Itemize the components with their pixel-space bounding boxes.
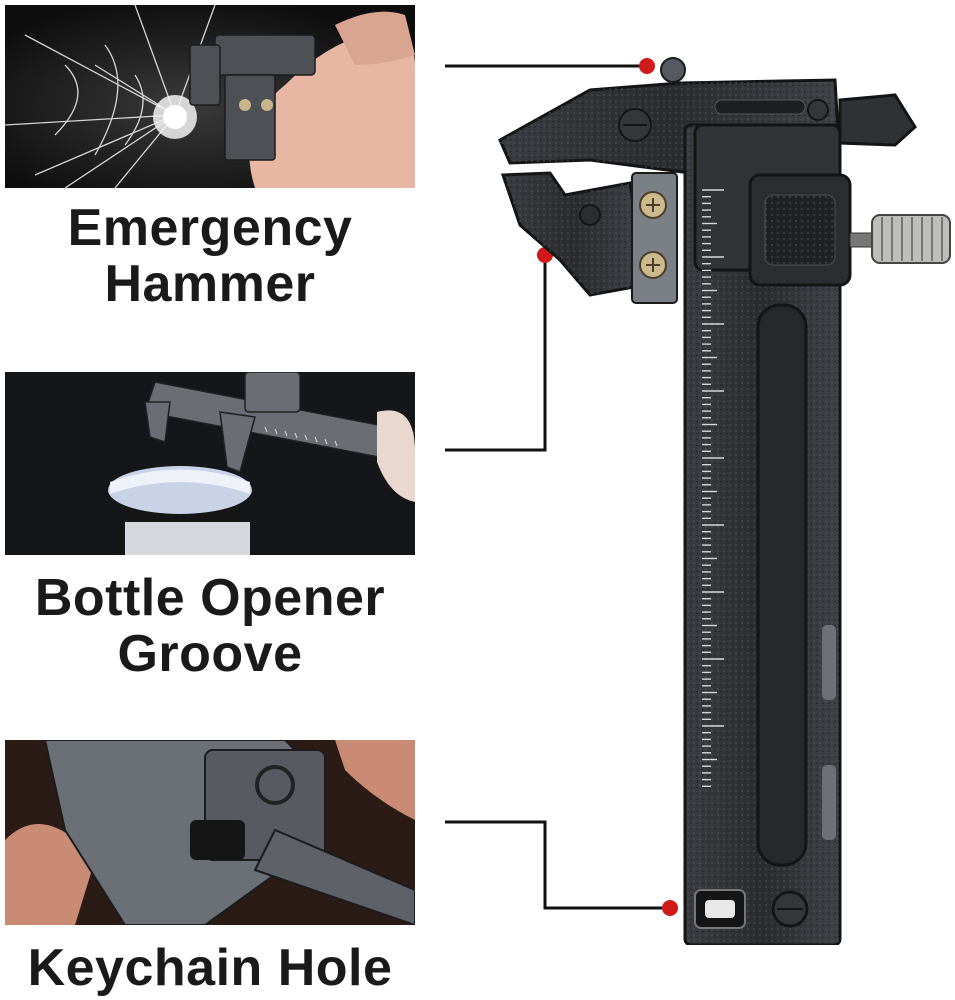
emergency-hammer-line1: Emergency — [67, 199, 353, 257]
bottle-opener-label: Bottle Opener Groove — [5, 572, 415, 680]
emergency-hammer-line2: Hammer — [104, 255, 316, 313]
keychain-hole-label: Keychain Hole — [5, 942, 415, 994]
caliper-multitool-image — [440, 45, 955, 945]
bottle-opener-line2: Groove — [117, 625, 303, 683]
glass-breaking-photo-icon — [5, 5, 415, 188]
keychain-hole-line1: Keychain Hole — [27, 939, 393, 997]
bottle-opener-line1: Bottle Opener — [34, 569, 386, 627]
emergency-hammer-photo — [5, 5, 415, 188]
bottle-opener-photo — [5, 372, 415, 555]
emergency-hammer-label: Emergency Hammer — [5, 202, 415, 310]
keychain-hole-photo — [5, 740, 415, 925]
caliper-icon — [498, 57, 951, 945]
bottle-opening-photo-icon — [5, 372, 415, 555]
keychain-closeup-photo-icon — [5, 740, 415, 925]
